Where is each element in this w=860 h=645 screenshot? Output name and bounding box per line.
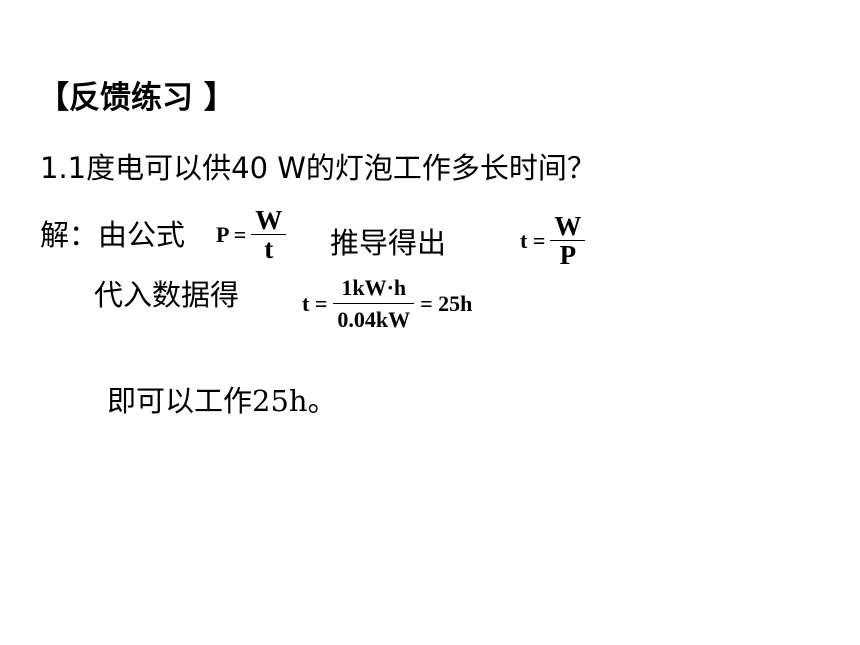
formula-substitution-result: = 25h: [420, 290, 473, 316]
fraction-bar: [333, 303, 415, 305]
formula-substitution-lhs: t =: [302, 290, 328, 316]
formula-power: P = W t: [212, 206, 288, 264]
answer-text: 即可以工作25h。: [107, 384, 337, 418]
formula-power-lhs: P =: [216, 221, 247, 247]
formula-time-lhs: t =: [520, 227, 546, 253]
formula-substitution-fraction: 1kW·h 0.04kW: [333, 275, 415, 333]
formula-power-denominator: t: [264, 234, 274, 265]
fraction-bar: [251, 234, 287, 236]
substitute-label: 代入数据得: [94, 278, 240, 312]
solution-label: 解：由公式: [40, 218, 186, 252]
formula-substitution: t = 1kW·h 0.04kW = 25h: [298, 276, 472, 331]
formula-power-numerator: W: [255, 205, 283, 235]
formula-power-fraction: W t: [251, 205, 287, 265]
question-text: 1.1度电可以供40 W的灯泡工作多长时间？: [40, 151, 596, 185]
formula-substitution-denominator: 0.04kW: [337, 307, 411, 333]
formula-substitution-numerator: 1kW·h: [341, 275, 407, 300]
formula-time: t = W P: [516, 212, 587, 270]
formula-time-fraction: W P: [550, 211, 586, 271]
derive-label: 推导得出: [330, 226, 447, 260]
fraction-bar: [550, 240, 586, 242]
exercise-heading: 【反馈练习 】: [38, 80, 235, 116]
formula-time-numerator: W: [554, 211, 582, 241]
formula-time-denominator: P: [559, 240, 577, 271]
